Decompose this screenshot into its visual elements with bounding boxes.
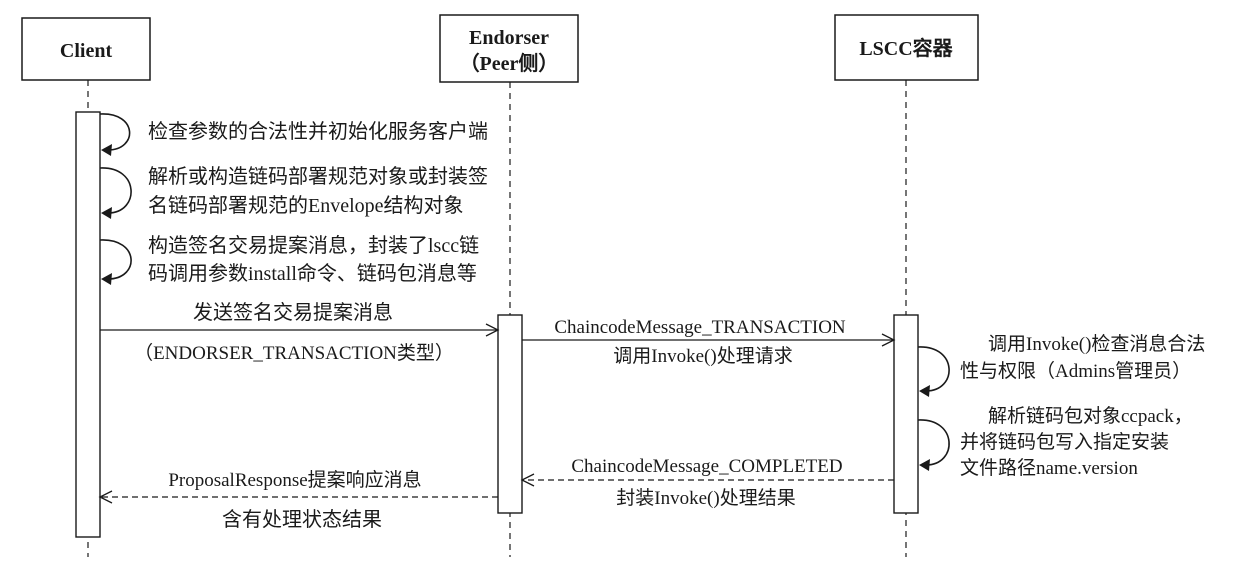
self-call-arrow: [99, 113, 131, 151]
participant-lscc: LSCC容器: [834, 14, 979, 81]
message-client-to-endorser: 发送签名交易提案消息 （ENDORSER_TRANSACTION类型）: [100, 301, 500, 364]
activation-bars: [75, 111, 919, 538]
client-self-call-3: 构造签名交易提案消息，封装了lscc链 码调用参数install命令、链码包消息…: [99, 234, 479, 285]
self-call-arrow: [917, 419, 950, 466]
participant-endorser-subtitle: （Peer侧）: [460, 51, 559, 75]
self-call-arrowhead: [101, 273, 112, 285]
message-arrowhead: [520, 473, 535, 487]
activation-bar-client: [75, 111, 101, 538]
self-call-label: 性与权限（Admins管理员）: [960, 360, 1191, 382]
message-arrowhead: [98, 490, 113, 504]
message-label-below: 调用Invoke()处理请求: [613, 345, 792, 367]
activation-bar-lscc: [893, 314, 919, 514]
lscc-self-call-2: 解析链码包对象ccpack， 并将链码包写入指定安装 文件路径name.vers…: [917, 405, 1193, 479]
message-lscc-to-endorser: ChaincodeMessage_COMPLETED 封装Invoke()处理结…: [520, 456, 894, 509]
self-call-label: 检查参数的合法性并初始化服务客户端: [148, 120, 488, 143]
self-call-label: 解析或构造链码部署规范对象或封装签: [148, 165, 488, 188]
self-call-label: 码调用参数install命令、链码包消息等: [148, 262, 477, 285]
participant-endorser: Endorser （Peer侧）: [439, 14, 579, 83]
message-label-above: 发送签名交易提案消息: [193, 301, 393, 324]
message-endorser-to-lscc: ChaincodeMessage_TRANSACTION 调用Invoke()处…: [522, 317, 896, 367]
message-label-above: ChaincodeMessage_COMPLETED: [571, 456, 842, 477]
message-label-below: 封装Invoke()处理结果: [616, 487, 795, 509]
participant-endorser-box: [439, 14, 579, 83]
self-call-label: 构造签名交易提案消息，封装了lscc链: [148, 234, 479, 257]
participant-lscc-box: [834, 14, 979, 81]
message-arrowhead: [881, 333, 896, 347]
self-call-arrowhead: [101, 144, 112, 156]
self-call-arrowhead: [919, 385, 930, 397]
self-call-label: 调用Invoke()检查消息合法: [988, 333, 1205, 355]
participant-client: Client: [21, 17, 151, 81]
message-label-below: （ENDORSER_TRANSACTION类型）: [134, 342, 454, 364]
self-call-label: 解析链码包对象ccpack，: [988, 405, 1193, 427]
participant-client-box: [21, 17, 151, 81]
participant-client-label: Client: [60, 40, 113, 62]
self-call-arrowhead: [919, 459, 930, 471]
self-call-label: 名链码部署规范的Envelope结构对象: [148, 194, 464, 217]
self-call-label: 文件路径name.version: [960, 457, 1138, 479]
message-label-above: ProposalResponse提案响应消息: [168, 469, 421, 491]
message-label-below: 含有处理状态结果: [222, 508, 382, 531]
self-call-arrow: [917, 346, 950, 392]
client-self-call-1: 检查参数的合法性并初始化服务客户端: [99, 113, 488, 156]
client-self-call-2: 解析或构造链码部署规范对象或封装签 名链码部署规范的Envelope结构对象: [99, 165, 488, 219]
self-call-arrow: [99, 167, 132, 214]
message-arrowhead: [485, 323, 500, 337]
self-call-arrowhead: [101, 207, 112, 219]
message-endorser-to-client: ProposalResponse提案响应消息 含有处理状态结果: [98, 469, 498, 531]
lscc-self-call-1: 调用Invoke()检查消息合法 性与权限（Admins管理员）: [917, 333, 1205, 397]
message-label-above: ChaincodeMessage_TRANSACTION: [554, 317, 846, 338]
self-call-arrow: [99, 239, 132, 280]
participant-lscc-label: LSCC容器: [859, 36, 953, 60]
activation-bar-endorser: [497, 314, 523, 514]
self-call-label: 并将链码包写入指定安装: [960, 431, 1169, 453]
participant-endorser-label: Endorser: [469, 27, 549, 49]
